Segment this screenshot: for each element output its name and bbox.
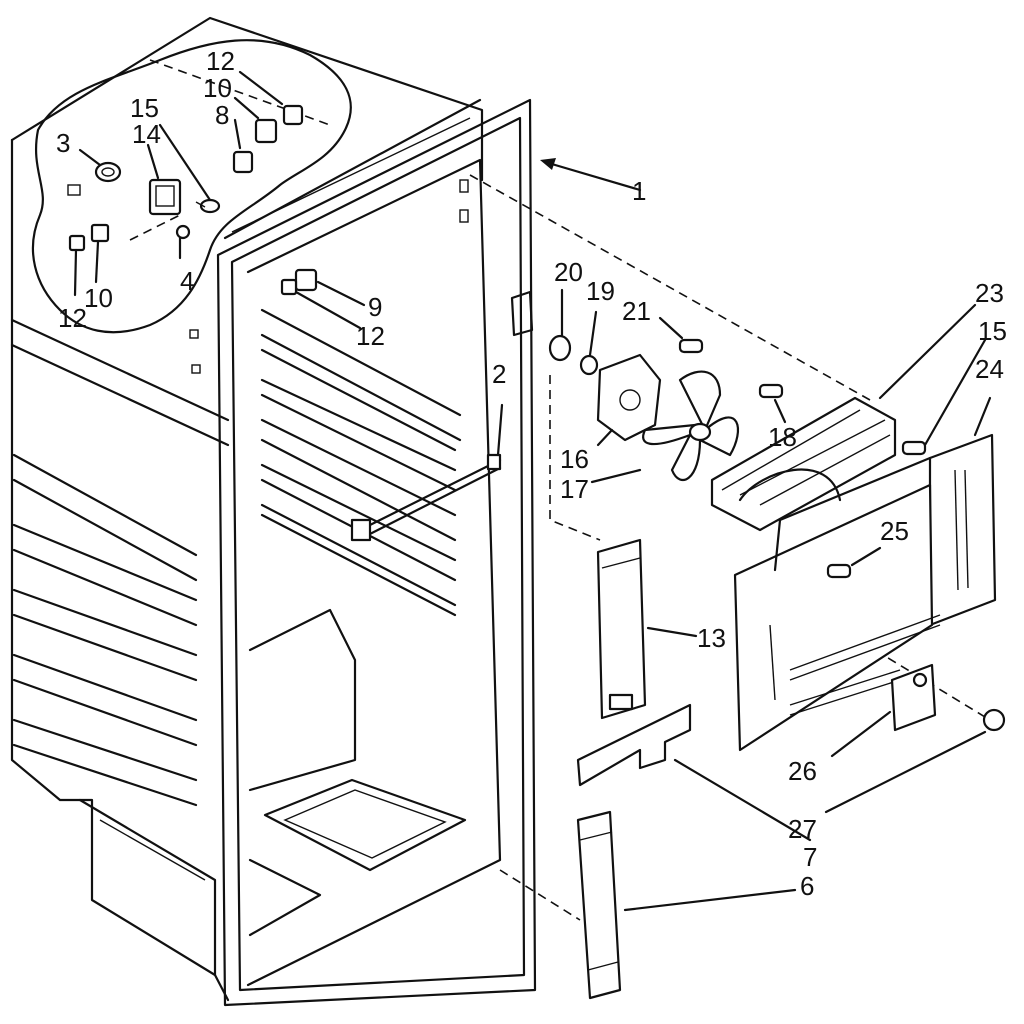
callout-15-right: 15 bbox=[978, 316, 1007, 346]
callout-24: 24 bbox=[975, 354, 1004, 384]
callout-17: 17 bbox=[560, 474, 589, 504]
callout-10-left: 10 bbox=[84, 283, 113, 313]
callout-27: 27 bbox=[788, 814, 817, 844]
callout-25: 25 bbox=[880, 516, 909, 546]
part-6-duct bbox=[576, 810, 622, 1000]
callout-16: 16 bbox=[560, 444, 589, 474]
callout-labels: 1 2 3 4 6 7 8 9 10 10 12 12 12 13 14 15 … bbox=[56, 46, 1007, 901]
part-21-screw bbox=[678, 338, 704, 354]
callout-13: 13 bbox=[697, 623, 726, 653]
callout-14: 14 bbox=[132, 119, 161, 149]
part-15-screw-top bbox=[195, 198, 221, 214]
callout-10-top: 10 bbox=[203, 73, 232, 103]
callout-15-top: 15 bbox=[130, 93, 159, 123]
callout-3: 3 bbox=[56, 128, 70, 158]
callout-12-inside: 12 bbox=[356, 321, 385, 351]
part-15-screw-right bbox=[901, 440, 927, 456]
part-23-fan-shroud bbox=[710, 396, 897, 532]
callout-6: 6 bbox=[800, 871, 814, 901]
part-10-clip-left bbox=[90, 223, 110, 243]
part-20-grommet bbox=[548, 334, 572, 362]
callout-21: 21 bbox=[622, 296, 651, 326]
callout-12-left: 12 bbox=[58, 303, 87, 333]
part-10-clip-top bbox=[254, 118, 278, 144]
part-13-air-duct bbox=[596, 538, 647, 720]
part-4-washer bbox=[175, 224, 191, 240]
leader-lines bbox=[73, 70, 992, 912]
callout-9: 9 bbox=[368, 292, 382, 322]
part-14-control bbox=[148, 178, 182, 216]
part-24-evaporator-cover bbox=[733, 433, 997, 752]
part-18-screw bbox=[758, 383, 784, 399]
part-7-baffle bbox=[576, 703, 692, 787]
part-8-clip bbox=[232, 150, 254, 174]
part-16-fan-motor bbox=[596, 353, 662, 442]
cabinet-liner bbox=[10, 16, 991, 1007]
callout-4: 4 bbox=[180, 266, 194, 296]
callout-23: 23 bbox=[975, 278, 1004, 308]
callout-12-top: 12 bbox=[206, 46, 235, 76]
part-26-plate bbox=[890, 663, 937, 732]
part-19-washer bbox=[579, 354, 599, 376]
part-9-clip bbox=[294, 268, 318, 292]
callout-8: 8 bbox=[215, 100, 229, 130]
part-3-knob bbox=[94, 161, 122, 183]
part-27-plug bbox=[982, 708, 1006, 732]
part-12-clip-left bbox=[68, 234, 86, 252]
callout-19: 19 bbox=[586, 276, 615, 306]
part-25-screw bbox=[826, 563, 852, 579]
callout-2: 2 bbox=[492, 359, 506, 389]
part-17-fan-blade bbox=[642, 370, 740, 481]
callout-26: 26 bbox=[788, 756, 817, 786]
callout-20: 20 bbox=[554, 257, 583, 287]
callout-1: 1 bbox=[632, 176, 646, 206]
part-12-clip-inside bbox=[280, 278, 298, 296]
callout-18: 18 bbox=[768, 422, 797, 452]
callout-7: 7 bbox=[803, 842, 817, 872]
part-12-clip-top bbox=[282, 104, 304, 126]
part-2-capillary bbox=[350, 453, 502, 542]
